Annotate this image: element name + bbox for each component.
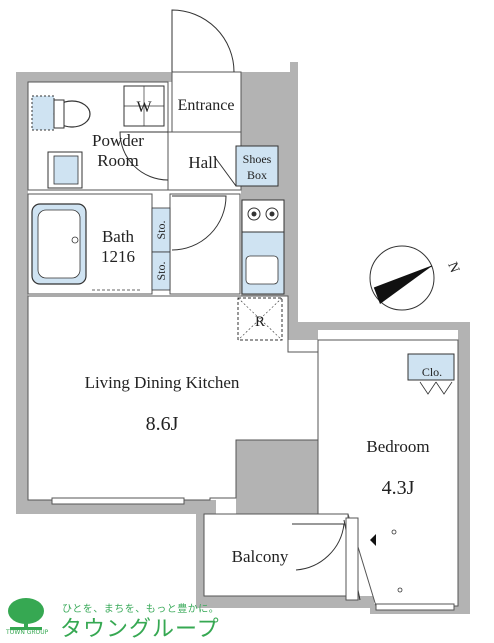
closet-door-icon	[419, 381, 453, 395]
outlet-icon	[391, 529, 397, 535]
closet-label: Clo.	[422, 365, 442, 379]
bath-label-line2: 1216	[101, 247, 135, 266]
town-group-logo-icon	[8, 598, 44, 630]
refrigerator-label: R	[255, 314, 265, 330]
bath-label-line1: Bath	[102, 227, 135, 246]
toilet-icon	[31, 95, 91, 131]
refrigerator-space-icon	[237, 297, 283, 341]
entrance-label: Entrance	[178, 97, 235, 114]
windows	[51, 497, 455, 611]
bathtub-icon	[31, 203, 87, 285]
powder-room-label-line1: Powder	[92, 131, 144, 150]
balcony-label: Balcony	[232, 547, 289, 566]
bedroom-label: Bedroom	[366, 437, 429, 456]
outlet-icon	[397, 587, 403, 593]
hall-label: Hall	[188, 153, 218, 172]
storage-units	[151, 207, 171, 291]
storage-label-2: Sto.	[154, 261, 168, 280]
ldk-size-label: 8.6J	[146, 413, 179, 435]
wash-basin-icon	[47, 151, 83, 189]
compass-icon	[369, 245, 435, 311]
footer-logo-caption: TOWN GROUP	[6, 629, 49, 636]
shoes-box	[235, 145, 279, 187]
powder-room-label-line2: Room	[97, 151, 139, 170]
closet-unit	[407, 353, 455, 381]
shoes-box-label-line2: Box	[247, 168, 267, 182]
ldk-label: Living Dining Kitchen	[85, 373, 240, 392]
bedroom-size-label: 4.3J	[382, 477, 415, 499]
washer-label: W	[136, 99, 152, 116]
storage-label-1: Sto.	[154, 220, 168, 239]
door-arrow-icon	[370, 534, 376, 546]
footer-brand: タウングループ	[60, 617, 220, 642]
shoes-box-label-line1: Shoes	[243, 152, 272, 166]
north-label: N	[444, 260, 462, 275]
footer-tagline: ひとを、まちを、もっと豊かに。	[62, 604, 220, 615]
kitchen-sink-icon	[241, 231, 285, 295]
stove-icon	[241, 199, 285, 233]
washer-space-icon	[123, 85, 165, 127]
